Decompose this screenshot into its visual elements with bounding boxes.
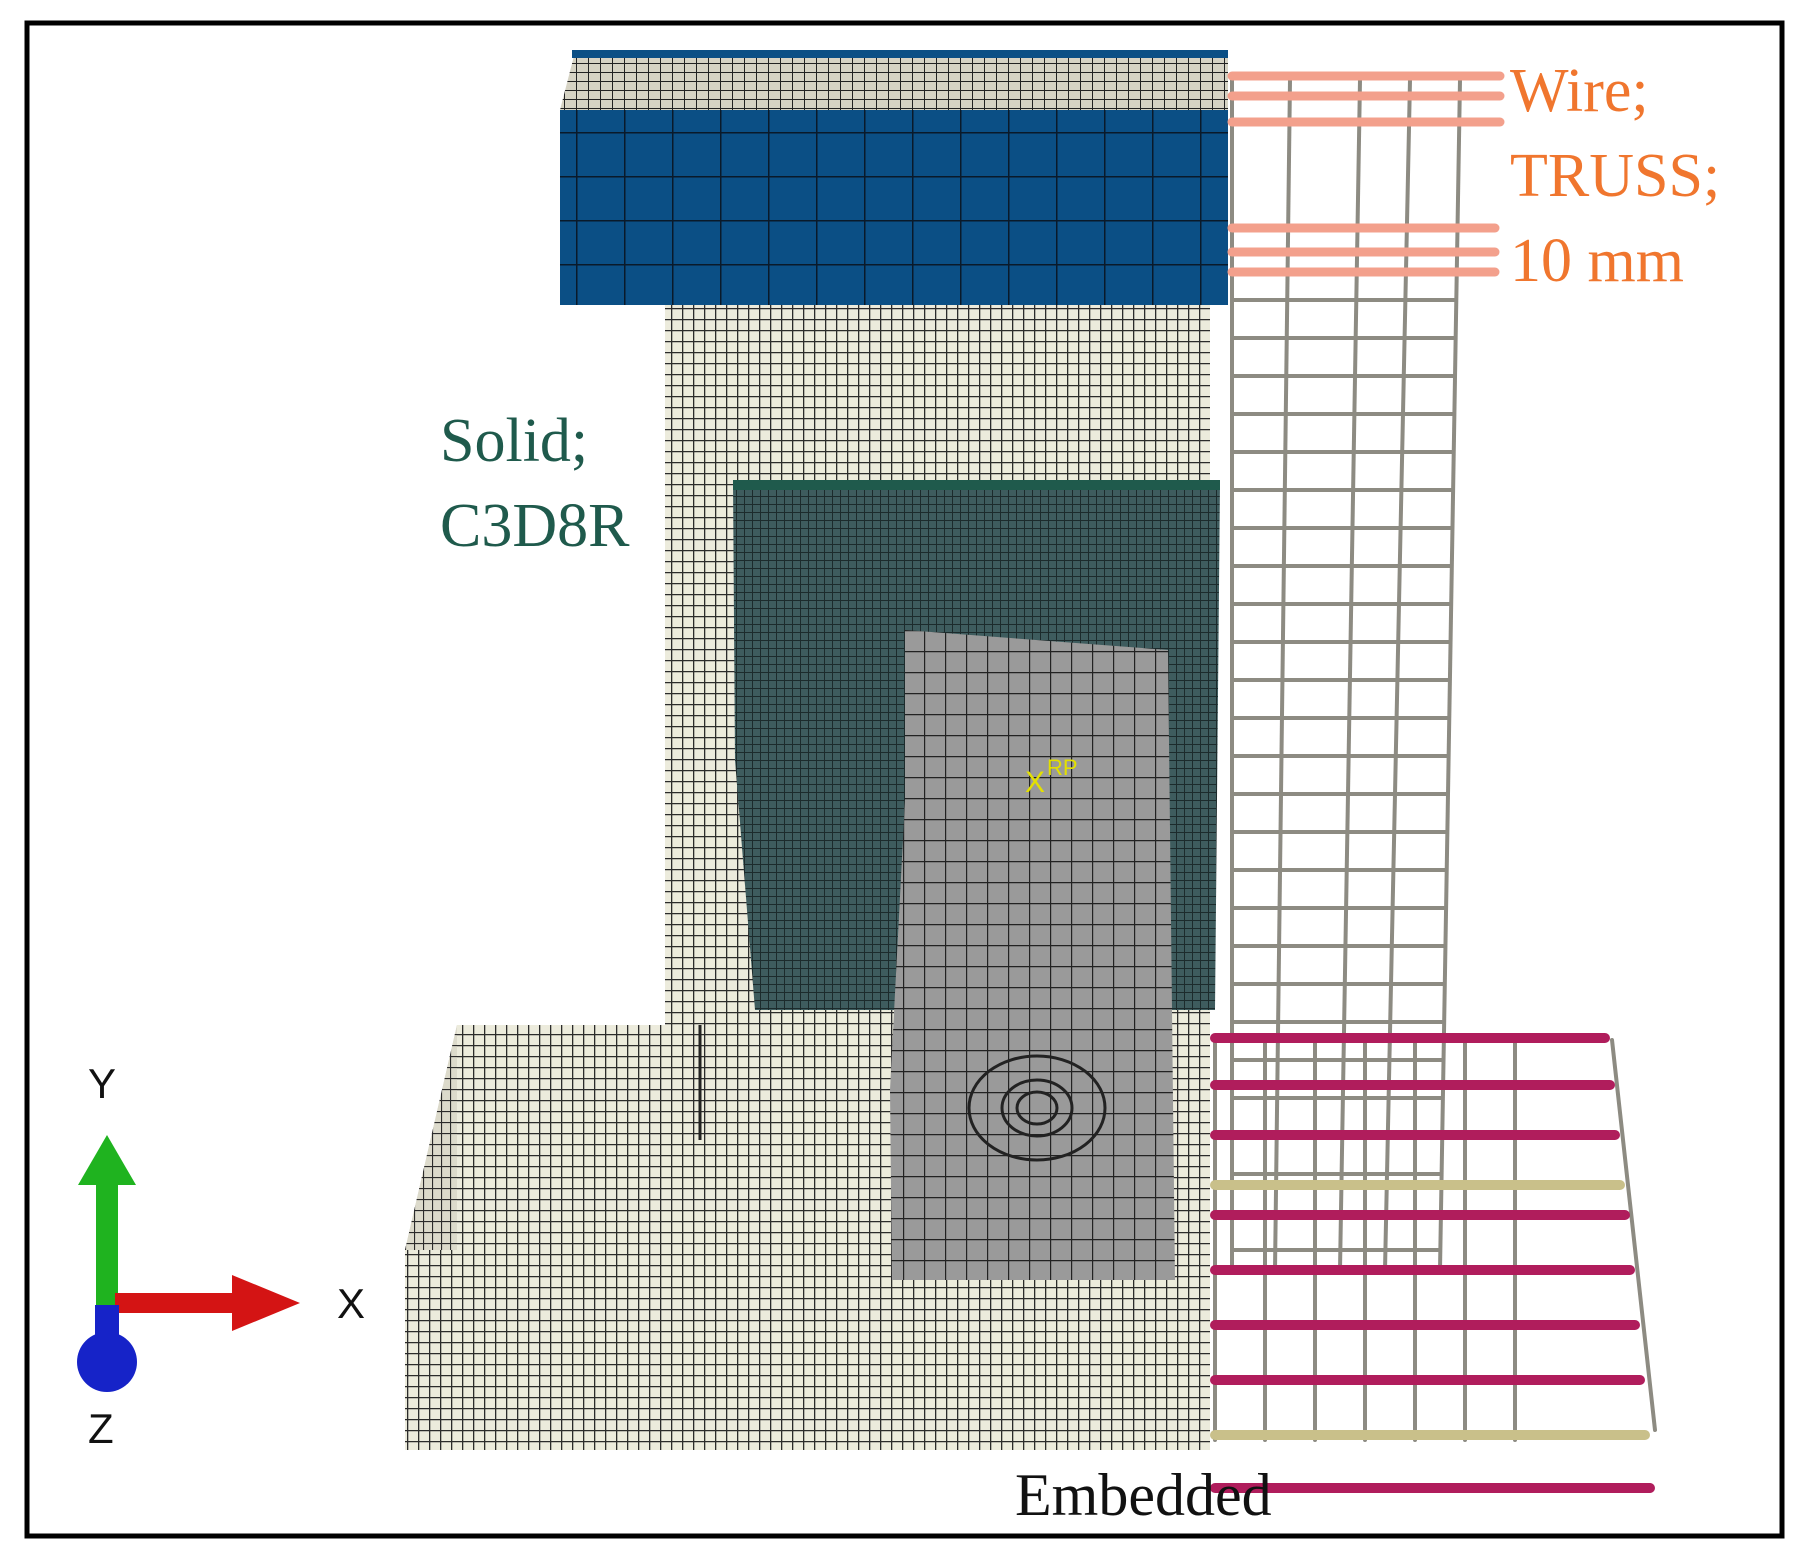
solid-label-line2: C3D8R [440,492,630,560]
rp-cross: X [1025,766,1045,799]
figure-border [24,20,1785,1539]
embedded-label: Embedded [1015,1462,1272,1528]
wire-label-line3: 10 mm [1510,227,1684,295]
panel-top-edge [733,480,1220,490]
axis-z-label: Z [88,1405,114,1452]
solid-label-line1: Solid; [440,407,589,475]
axis-y-shaft [96,1175,118,1310]
plate-bolt-hole [967,1054,1107,1162]
top-wire-rebars [1227,71,1505,277]
axis-y-label: Y [88,1060,117,1107]
wire-label-line1: Wire; [1510,57,1649,125]
axis-triad [77,1135,300,1392]
axis-x-shaft [115,1293,235,1313]
axis-x-arrowhead [232,1275,300,1331]
loading-plate [890,630,1175,1280]
axis-z-dot [77,1332,137,1392]
column-rebar-cage [1230,79,1462,1271]
base-rebar-cage [1210,1033,1657,1493]
rp-label: RP [1047,755,1078,780]
wire-label-line2: TRUSS; [1510,142,1721,210]
axis-x-label: X [337,1280,366,1327]
axis-y-arrowhead [78,1135,136,1185]
top-loading-block [560,50,1228,305]
